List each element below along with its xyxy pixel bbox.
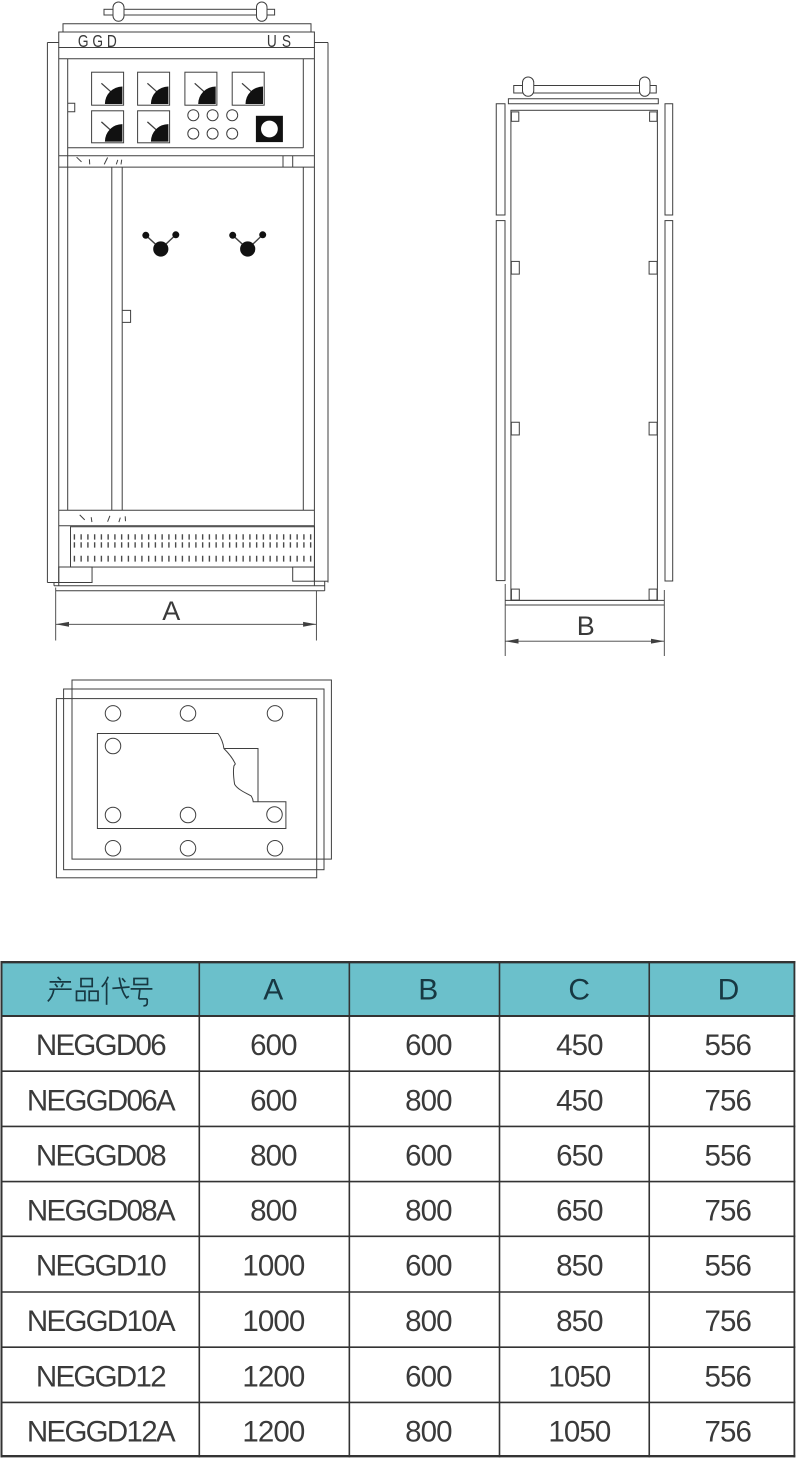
svg-text:556: 556 — [705, 1029, 752, 1062]
svg-text:800: 800 — [405, 1194, 452, 1227]
svg-text:556: 556 — [705, 1360, 752, 1393]
svg-text:US: US — [267, 32, 296, 51]
svg-text:NEGGD06: NEGGD06 — [36, 1029, 166, 1062]
svg-text:NEGGD08A: NEGGD08A — [27, 1194, 176, 1227]
svg-text:600: 600 — [250, 1029, 297, 1062]
svg-text:800: 800 — [250, 1140, 297, 1173]
svg-text:650: 650 — [556, 1140, 603, 1173]
svg-text:600: 600 — [405, 1029, 452, 1062]
svg-text:800: 800 — [405, 1305, 452, 1338]
svg-text:B: B — [418, 974, 438, 1007]
svg-text:600: 600 — [405, 1140, 452, 1173]
svg-text:650: 650 — [556, 1194, 603, 1227]
svg-text:450: 450 — [556, 1029, 603, 1062]
svg-text:556: 556 — [705, 1140, 752, 1173]
svg-text:A: A — [263, 974, 283, 1007]
svg-text:756: 756 — [705, 1194, 752, 1227]
svg-text:1000: 1000 — [242, 1305, 305, 1338]
svg-text:A: A — [162, 596, 180, 626]
svg-text:556: 556 — [705, 1250, 752, 1283]
svg-text:NEGGD08: NEGGD08 — [36, 1140, 166, 1173]
svg-text:1200: 1200 — [242, 1360, 305, 1393]
svg-text:D: D — [718, 974, 740, 1007]
svg-text:1200: 1200 — [242, 1415, 305, 1448]
svg-text:NEGGD10: NEGGD10 — [36, 1250, 166, 1283]
svg-text:600: 600 — [250, 1084, 297, 1117]
svg-text:1000: 1000 — [242, 1250, 305, 1283]
svg-text:850: 850 — [556, 1305, 603, 1338]
svg-text:600: 600 — [405, 1360, 452, 1393]
svg-text:1050: 1050 — [548, 1415, 611, 1448]
svg-text:GGD: GGD — [78, 32, 121, 51]
svg-text:756: 756 — [705, 1305, 752, 1338]
svg-text:NEGGD10A: NEGGD10A — [27, 1305, 176, 1338]
svg-text:800: 800 — [405, 1084, 452, 1117]
svg-text:756: 756 — [705, 1084, 752, 1117]
svg-text:NEGGD06A: NEGGD06A — [27, 1084, 176, 1117]
svg-text:C: C — [568, 974, 590, 1007]
svg-text:1050: 1050 — [548, 1360, 611, 1393]
svg-text:B: B — [577, 611, 595, 641]
svg-text:800: 800 — [250, 1194, 297, 1227]
svg-text:800: 800 — [405, 1415, 452, 1448]
svg-text:450: 450 — [556, 1084, 603, 1117]
svg-text:NEGGD12: NEGGD12 — [36, 1360, 165, 1393]
svg-text:600: 600 — [405, 1250, 452, 1283]
svg-text:756: 756 — [705, 1415, 752, 1448]
svg-text:NEGGD12A: NEGGD12A — [27, 1415, 176, 1448]
svg-text:850: 850 — [556, 1250, 603, 1283]
